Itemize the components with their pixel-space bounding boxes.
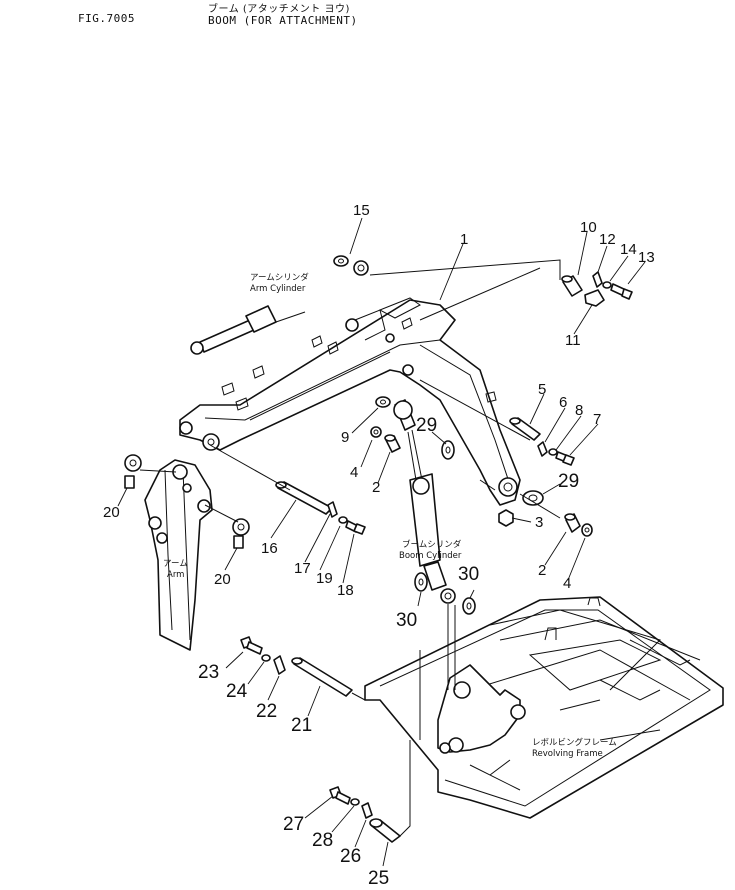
- callout-4-right: 4: [563, 575, 571, 592]
- part-11-bolt-plate: [584, 289, 605, 307]
- part-2-bushing-left: [384, 434, 401, 453]
- part-18-bolt: [345, 520, 366, 535]
- part-12-plate: [592, 271, 603, 288]
- callout-24: 24: [226, 681, 248, 702]
- callout-13: 13: [638, 249, 655, 266]
- callout-14: 14: [620, 241, 637, 258]
- part-14-washer: [602, 281, 612, 289]
- title-japanese: ブーム (アタッチメント ヨウ): [208, 4, 350, 15]
- part-24-washer: [261, 654, 271, 662]
- boom-cylinder-label-en: Boom Cylinder: [399, 551, 462, 561]
- callout-28: 28: [312, 830, 333, 851]
- part-5-pin: [509, 417, 541, 441]
- boom: [179, 297, 521, 506]
- callout-5: 5: [538, 381, 546, 398]
- callout-3: 3: [535, 514, 543, 531]
- leader-lines: [117, 217, 646, 867]
- callout-2-left: 2: [372, 479, 380, 496]
- part-30-washer-right: [462, 597, 476, 615]
- part-25-pin: [369, 818, 401, 843]
- callout-11: 11: [565, 332, 581, 349]
- callout-10: 10: [580, 219, 597, 236]
- part-27-bolt: [329, 786, 351, 805]
- arm: [144, 459, 213, 651]
- arm-cylinder-label-en: Arm Cylinder: [250, 284, 306, 294]
- callout-20-upper: 20: [103, 504, 120, 521]
- part-8-washer: [548, 448, 558, 456]
- boom-foot-bracket: [437, 664, 526, 754]
- part-19-washer: [338, 516, 348, 524]
- part-13-bolt: [610, 283, 633, 300]
- revolving-frame-label-en: Revolving Frame: [532, 749, 603, 759]
- callout-15: 15: [353, 202, 370, 219]
- part-26-plate: [361, 802, 373, 819]
- revolving-frame: [364, 596, 724, 819]
- callout-9: 9: [341, 429, 349, 446]
- part-15-washer: [333, 255, 349, 267]
- callout-6: 6: [559, 394, 567, 411]
- callout-25: 25: [368, 868, 389, 889]
- callout-23: 23: [198, 662, 219, 683]
- callout-22: 22: [256, 701, 277, 722]
- title-english: BOOM (FOR ATTACHMENT): [208, 14, 358, 27]
- callout-16: 16: [261, 540, 278, 557]
- callout-29-right: 29: [558, 471, 579, 492]
- part-20-bushing-upper: [124, 454, 142, 489]
- callout-18: 18: [337, 582, 354, 599]
- callout-17: 17: [294, 560, 311, 577]
- boom-cylinder-label-jp: ブームシリンダ: [402, 539, 462, 550]
- part-28-washer: [350, 798, 360, 806]
- part-4-seal-right: [581, 523, 593, 537]
- callout-30-right: 30: [458, 564, 479, 585]
- arm-label-en: Arm: [167, 570, 184, 580]
- callout-8: 8: [575, 402, 583, 419]
- part-4-seal-left: [370, 426, 382, 438]
- part-30-washer-left: [414, 572, 428, 592]
- part-29-washer-left: [441, 440, 455, 460]
- arm-cylinder: [190, 260, 369, 355]
- part-17-plate: [327, 501, 338, 518]
- part-23-bolt: [240, 636, 263, 655]
- callout-21: 21: [291, 715, 312, 736]
- arm-cylinder-label-jp: アームシリンダ: [250, 272, 309, 283]
- assembly-lines: [139, 259, 561, 837]
- callout-1: 1: [460, 231, 468, 248]
- part-7-bolt: [555, 451, 575, 466]
- part-3-nut: [498, 509, 514, 527]
- callout-30-left: 30: [396, 610, 417, 631]
- boom-cylinder: [393, 399, 456, 604]
- callout-26: 26: [340, 846, 361, 867]
- part-9-washer: [375, 396, 391, 408]
- arm-label-jp: アーム: [163, 559, 188, 569]
- callout-4-left: 4: [350, 464, 358, 481]
- figure-number: FIG.7005: [78, 12, 135, 25]
- callout-27: 27: [283, 814, 304, 835]
- callout-20-lower: 20: [214, 571, 231, 588]
- part-10-pin: [561, 275, 583, 297]
- part-20-bushing-lower: [232, 518, 250, 549]
- part-21-pin: [291, 657, 353, 697]
- callout-29-left: 29: [416, 415, 437, 436]
- callout-19: 19: [316, 570, 333, 587]
- part-29-washer-right: [522, 490, 544, 506]
- callout-7: 7: [593, 411, 601, 428]
- revolving-frame-label-jp: レボルビングフレーム: [532, 737, 617, 748]
- callout-2-right: 2: [538, 562, 546, 579]
- part-6-plate: [537, 441, 548, 457]
- callout-12: 12: [599, 231, 616, 248]
- part-2-bushing-right: [564, 513, 581, 533]
- part-22-plate: [273, 655, 286, 675]
